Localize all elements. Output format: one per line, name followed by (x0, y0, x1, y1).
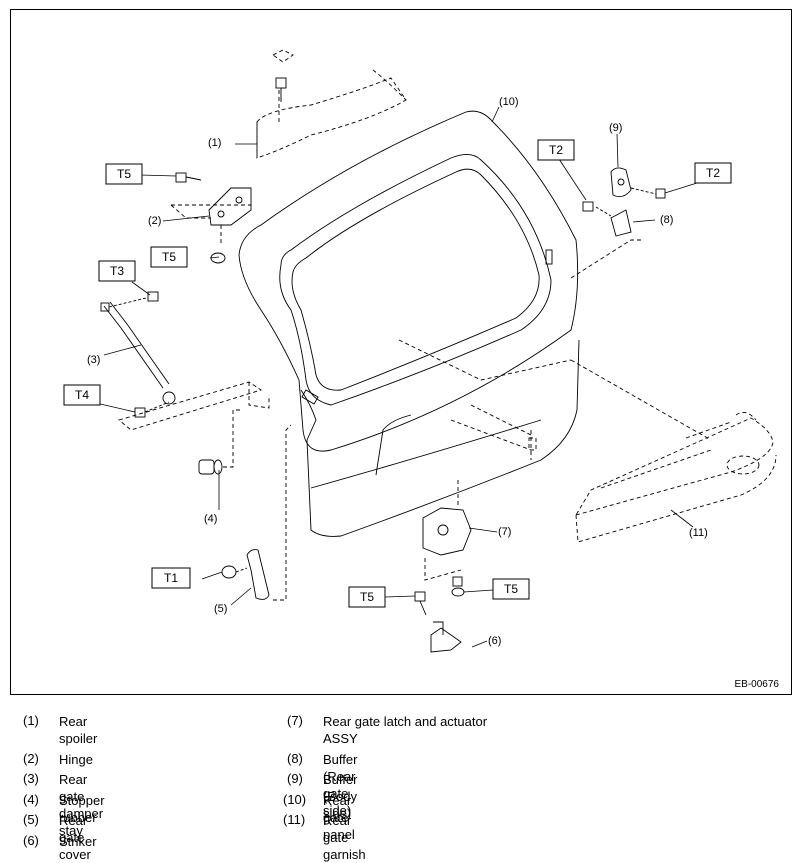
callout-10: (10) (499, 96, 519, 108)
legend-text: Buffer (Rear gate side) (323, 752, 358, 818)
callout-9: (9) (609, 122, 622, 134)
legend-number: (3) (23, 771, 39, 786)
torque-label: T5 (360, 590, 374, 604)
torque-label: T1 (164, 571, 178, 585)
legend-number: (8) (287, 751, 303, 766)
callout-5: (5) (214, 603, 227, 615)
legend-number: (9) (287, 771, 303, 786)
exploded-diagram: (1) (2) (3) (4) (5) (6) (7) (8) (9) (10)… (63, 49, 777, 653)
legend-text: Rear spoiler (59, 714, 98, 746)
hinge-bolt-top (175, 172, 202, 183)
legend-number: (5) (23, 812, 39, 827)
torque-label: T4 (75, 388, 89, 402)
hinge-part (170, 187, 252, 245)
damper-stay (100, 291, 176, 405)
torque-label: T2 (549, 143, 563, 157)
spoiler-bolt (275, 77, 287, 102)
legend-text: Hinge (59, 752, 93, 767)
torque-box-t5-mid: T5 (150, 246, 188, 268)
buffer-body-side (610, 167, 666, 199)
legend-text: Buffer (Body side) (323, 772, 358, 821)
legend-number: (7) (287, 713, 303, 728)
callout-1: (1) (208, 137, 221, 149)
damper-bolt-bottom (134, 401, 170, 418)
callout-labels: (1) (2) (3) (4) (5) (6) (7) (8) (9) (10)… (87, 96, 708, 647)
legend-number: (4) (23, 792, 39, 807)
callout-6: (6) (488, 635, 501, 647)
callout-3: (3) (87, 354, 100, 366)
torque-box-t2-left: T2 (537, 139, 575, 161)
reference-code: EB-00676 (734, 679, 779, 690)
torque-box-t1: T1 (151, 567, 191, 589)
rear-gate-cover (246, 424, 292, 601)
rear-spoiler-part (256, 49, 407, 159)
torque-box-t5-top: T5 (105, 163, 143, 185)
legend-text: Stopper rubber (59, 793, 105, 825)
legend-number: (1) (23, 713, 39, 728)
latch-actuator (422, 480, 472, 581)
leader-lines (95, 106, 698, 648)
callout-4: (4) (204, 513, 217, 525)
torque-label: T5 (162, 250, 176, 264)
stopper-rubber (198, 409, 243, 475)
rear-gate-garnish (575, 411, 777, 543)
latch-bolt-right (451, 576, 465, 597)
torque-box-t4: T4 (63, 384, 101, 406)
rear-gate-panel (238, 110, 580, 537)
legend-text: Rear gate garnish (323, 813, 366, 862)
legend-number: (6) (23, 833, 39, 848)
legend-number: (2) (23, 751, 39, 766)
callout-8: (8) (660, 214, 673, 226)
callout-7: (7) (498, 526, 511, 538)
legend-text: Striker (59, 834, 97, 849)
torque-label: T2 (706, 166, 720, 180)
torque-label: T5 (117, 167, 131, 181)
buffer-gate-side (570, 201, 641, 279)
torque-box-t2-right: T2 (694, 162, 732, 184)
striker-part (430, 621, 462, 653)
legend-text: Rear gate damper stay (59, 772, 104, 838)
torque-label: T5 (504, 582, 518, 596)
legend-text: Rear gate latch and actuator ASSY (323, 714, 488, 746)
callout-11: (11) (689, 527, 708, 539)
diagram-frame: (1) (2) (3) (4) (5) (6) (7) (8) (9) (10)… (10, 9, 792, 695)
torque-label: T3 (110, 264, 124, 278)
latch-bolt-left (414, 591, 427, 616)
legend-text: Rear gate panel (323, 793, 355, 842)
legend-number: (11) (283, 812, 306, 827)
legend-number: (10) (283, 792, 307, 807)
callout-2: (2) (148, 215, 161, 227)
torque-box-t3: T3 (98, 260, 136, 282)
torque-box-t5-bottom-right: T5 (492, 578, 530, 600)
assembly-guide-lines (398, 339, 712, 460)
cover-clip (221, 565, 248, 579)
torque-box-t5-bottom-left: T5 (348, 586, 386, 608)
